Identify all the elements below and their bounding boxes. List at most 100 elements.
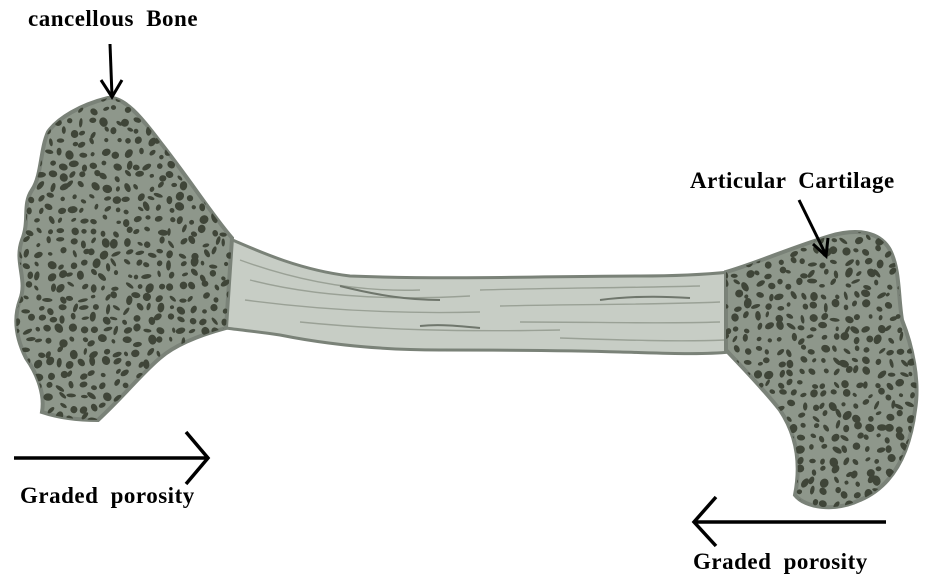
pore (756, 489, 765, 497)
pore (755, 467, 764, 475)
pore (114, 270, 118, 275)
pore (773, 464, 784, 474)
pore (901, 479, 906, 483)
pore (158, 361, 164, 367)
pore (733, 399, 743, 409)
pore (741, 499, 749, 508)
pore (208, 95, 217, 102)
pore (720, 393, 729, 400)
pore (209, 416, 219, 420)
pore (208, 337, 218, 348)
pore (186, 114, 196, 124)
pore (920, 478, 927, 485)
pore (36, 128, 42, 135)
pore (168, 105, 180, 116)
pore (189, 137, 196, 146)
pore (189, 157, 193, 166)
pore (197, 401, 207, 411)
pore (126, 98, 131, 103)
pore (721, 371, 729, 380)
pore (145, 110, 154, 116)
pore (202, 413, 209, 421)
pore (15, 208, 24, 215)
pore (741, 226, 748, 234)
pore (145, 393, 152, 399)
pore (719, 431, 730, 441)
pore (720, 501, 727, 510)
pore (921, 281, 928, 288)
pore (163, 416, 174, 425)
pore (817, 222, 827, 232)
pore (11, 126, 21, 135)
pore (878, 500, 883, 505)
label-graded-porosity-right: Graded porosity (693, 549, 868, 575)
pore (233, 152, 238, 157)
pore (215, 118, 221, 123)
pore (149, 94, 156, 102)
pore (232, 225, 239, 233)
pore (919, 438, 925, 444)
pore (919, 492, 926, 499)
pore (919, 336, 925, 342)
pore (920, 466, 931, 476)
pore (905, 500, 914, 509)
pore (756, 224, 765, 233)
pore (135, 395, 145, 403)
pore (24, 91, 33, 102)
pore (733, 246, 743, 256)
pore (190, 390, 201, 396)
pore (13, 238, 19, 246)
pore (768, 235, 773, 244)
pore (905, 490, 915, 501)
pore (906, 457, 915, 466)
pore (906, 282, 913, 289)
pore (753, 251, 761, 259)
pore (222, 319, 227, 326)
pore (898, 501, 905, 507)
pore (180, 117, 189, 126)
pore (233, 171, 244, 178)
pore (801, 227, 810, 236)
pore (909, 249, 914, 257)
pore (46, 418, 53, 425)
pore (80, 95, 89, 101)
pore (918, 371, 925, 379)
pore (189, 107, 196, 117)
pore (819, 284, 825, 288)
pore (187, 382, 195, 389)
pore (897, 255, 908, 264)
pore (785, 236, 794, 246)
pore (718, 377, 728, 387)
pore (221, 384, 229, 392)
pore (199, 152, 205, 158)
pore (201, 359, 208, 364)
pore (10, 107, 20, 116)
pore (719, 423, 726, 431)
pore (233, 203, 243, 211)
pore (178, 150, 186, 159)
pore (235, 141, 244, 148)
pore (751, 430, 763, 442)
pore (166, 131, 173, 138)
pore (775, 489, 787, 501)
pore (11, 396, 18, 402)
pore (790, 500, 797, 506)
pore (198, 138, 204, 146)
pore (230, 348, 240, 358)
pore (230, 99, 240, 104)
pore (213, 138, 221, 145)
pore (889, 488, 897, 497)
pore (743, 453, 750, 462)
pore (16, 140, 25, 151)
pore (212, 371, 219, 378)
pore (24, 176, 29, 183)
pore (214, 391, 220, 400)
pore (909, 300, 918, 309)
pore (123, 219, 129, 227)
pore (222, 149, 228, 155)
pore (725, 227, 732, 238)
pore (10, 379, 19, 388)
pore (179, 367, 189, 379)
pore (187, 358, 197, 368)
